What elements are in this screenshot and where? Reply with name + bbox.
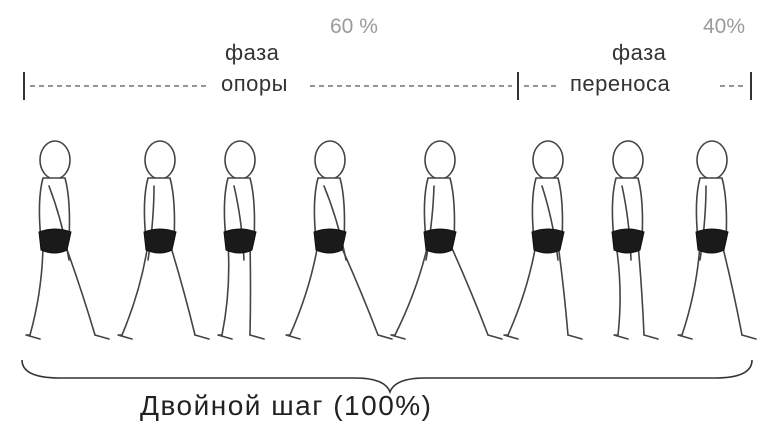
walking-child-figure xyxy=(118,141,209,339)
double-step-brace xyxy=(22,360,752,392)
walking-child-figure xyxy=(612,141,658,339)
walking-child-figure xyxy=(286,141,392,339)
walking-child-figure xyxy=(218,141,264,339)
phase-bracket xyxy=(24,72,751,100)
walking-child-figure xyxy=(678,141,756,339)
walking-child-figure xyxy=(391,141,502,339)
walking-child-figure xyxy=(504,141,582,339)
walking-child-figure xyxy=(26,141,109,339)
